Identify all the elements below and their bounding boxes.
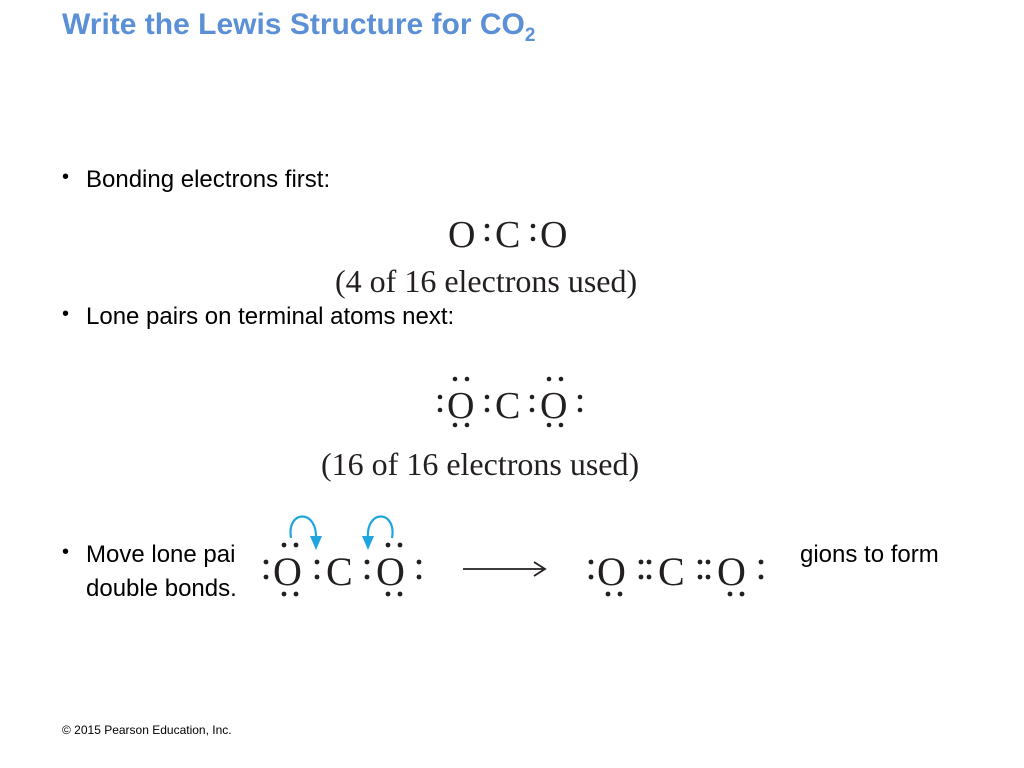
- lewis-step3: O C O O C O: [258, 515, 768, 606]
- atom-o: O: [447, 385, 474, 427]
- before-structure: O C O: [263, 542, 422, 597]
- atom-c: C: [326, 549, 353, 594]
- step2-caption: (16 of 16 electrons used): [321, 446, 639, 482]
- atom-c: C: [658, 549, 685, 594]
- bullet-text-end: gions to form: [800, 541, 939, 568]
- atom-o: O: [376, 549, 405, 594]
- title-subscript: 2: [524, 25, 536, 46]
- curved-arrow-icon: [289, 515, 394, 541]
- atom-o: O: [540, 214, 567, 256]
- bond-pair: [530, 223, 536, 242]
- reaction-arrow-icon: [463, 561, 547, 577]
- atom-c: C: [495, 214, 520, 256]
- after-structure: O C O: [588, 549, 764, 597]
- copyright-footer: © 2015 Pearson Education, Inc.: [62, 723, 232, 737]
- atom-o: O: [597, 549, 626, 594]
- bullet-text: Bonding electrons first:: [86, 166, 331, 193]
- atom-o: O: [273, 549, 302, 594]
- atom-o: O: [540, 385, 567, 427]
- bond-pair: [484, 223, 490, 242]
- bullet-icon: •: [62, 303, 70, 325]
- lewis-step1: O C O (4 of 16 electrons used): [335, 214, 637, 299]
- slide-title: Write the Lewis Structure for CO2: [62, 8, 535, 47]
- step1-caption: (4 of 16 electrons used): [335, 263, 637, 299]
- atom-o: O: [448, 214, 475, 256]
- title-text: Write the Lewis Structure for CO: [62, 8, 525, 41]
- bullet-text-line2: double bonds.: [86, 575, 237, 602]
- bullet-icon: •: [62, 166, 70, 188]
- bullet-text-start: Move lone pai: [86, 541, 236, 568]
- bond-pairs: [484, 394, 535, 413]
- atom-c: C: [495, 385, 520, 427]
- lone-pairs: [437, 376, 583, 428]
- bullet-text: Lone pairs on terminal atoms next:: [86, 303, 455, 330]
- atom-o: O: [717, 549, 746, 594]
- lewis-step2: O C O (16 of 16 electrons used): [321, 376, 639, 482]
- bullet-icon: •: [62, 541, 70, 563]
- arrowhead-icon: [310, 536, 374, 550]
